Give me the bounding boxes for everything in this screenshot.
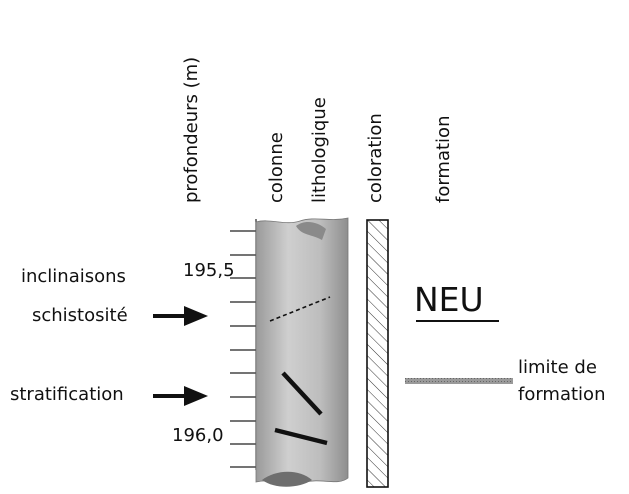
core-top-break [296,222,326,240]
stratification-arrow [153,386,208,406]
depth-ticks [230,230,256,468]
core-column [255,217,349,484]
formation-boundary-line [405,378,513,384]
coloration-column [366,219,389,488]
schistosity-line [269,296,331,322]
schistosity-arrow [153,306,208,326]
stratification-label: stratification [10,384,124,405]
depth-label-195-5: 195,5 [183,260,235,281]
schistosite-label: schistosité [32,305,128,326]
stratification-line-1 [281,371,323,416]
stratification-line-2 [274,427,328,446]
formation-code: NEU [414,280,484,319]
boundary-label-line1: limite de [518,357,597,378]
core-bottom-break [262,471,312,487]
depth-label-196-0: 196,0 [172,425,224,446]
inclinaisons-label: inclinaisons [21,266,126,287]
boundary-label-line2: formation [518,384,606,405]
